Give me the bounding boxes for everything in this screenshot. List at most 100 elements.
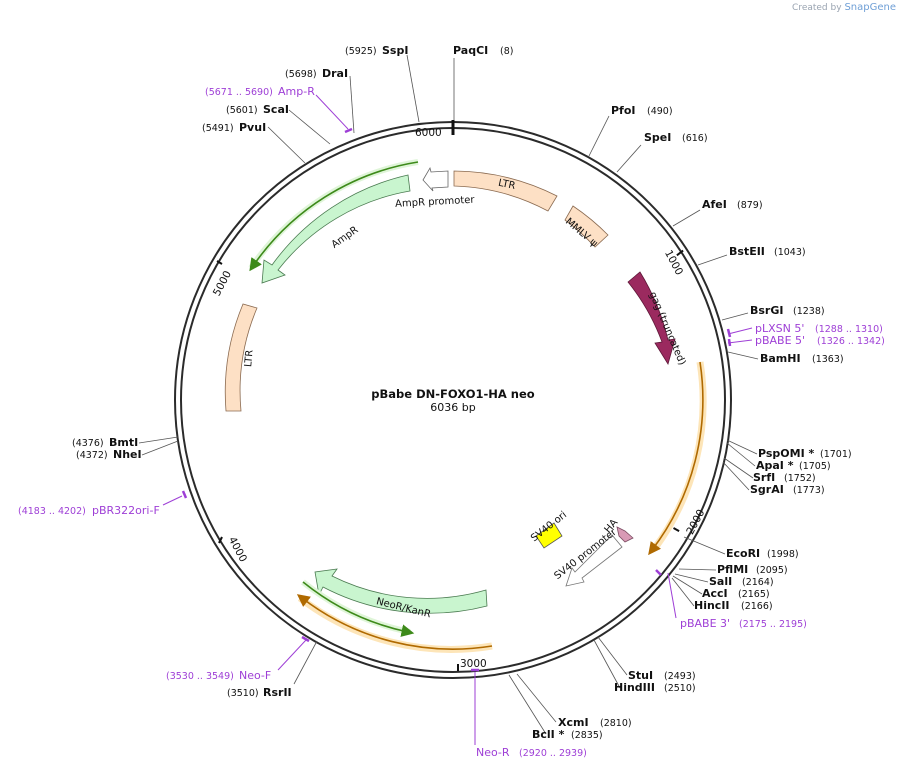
enzyme-bsrgi-name[interactable]: BsrGI — [750, 304, 783, 317]
primer-neof-range: (3530 .. 3549) — [166, 671, 234, 682]
enzyme-drai-pos: (5698) — [285, 69, 317, 80]
snapgene-brand: Created by SnapGene — [792, 2, 896, 13]
feature-sv40-ori[interactable] — [535, 522, 563, 549]
primer-pbr322ori-range: (4183 .. 4202) — [18, 506, 86, 517]
enzyme-spei-name[interactable]: SpeI — [644, 131, 671, 144]
enzyme-nhei-name[interactable]: NheI — [113, 448, 142, 461]
tick-label-4000: 4000 — [226, 535, 249, 564]
tick-mark-4000 — [218, 536, 223, 544]
primer-neor-range: (2920 .. 2939) — [519, 748, 587, 759]
enzyme-bcli-name[interactable]: BclI * — [532, 728, 565, 741]
enzyme-drai-name[interactable]: DraI — [322, 67, 348, 80]
feature-ampr[interactable] — [261, 174, 411, 284]
enzyme-sali-name[interactable]: SalI — [709, 575, 732, 588]
orf-arrow-bottom[interactable] — [296, 594, 493, 650]
enzyme-sspi-pos: (5925) — [345, 46, 377, 57]
brand-created-by: Created by — [792, 3, 842, 13]
primer-ampr-name[interactable]: Amp-R — [278, 85, 315, 98]
enzyme-ecori-name[interactable]: EcoRI — [726, 547, 760, 560]
enzyme-hincii-pos: (2166) — [741, 601, 773, 612]
enzyme-bamhi-name[interactable]: BamHI — [760, 352, 801, 365]
primer-pbabe3-range: (2175 .. 2195) — [739, 619, 807, 630]
enzyme-paqci-pos: (8) — [500, 46, 513, 57]
enzyme-spei-pos: (616) — [682, 133, 708, 144]
feature-ampr-promoter-label: AmpR promoter — [395, 195, 476, 210]
feature-sv40-promoter[interactable] — [565, 534, 623, 587]
feature-ampr-promoter[interactable] — [422, 166, 449, 192]
enzyme-pfoi-pos: (490) — [647, 106, 673, 117]
enzyme-acci-name[interactable]: AccI — [702, 587, 728, 600]
enzyme-stui-name[interactable]: StuI — [628, 669, 653, 682]
tick-label-6000: 6000 — [415, 127, 442, 139]
enzyme-sali-pos: (2164) — [742, 577, 774, 588]
primer-marks — [181, 127, 732, 672]
enzyme-pvui-name[interactable]: PvuI — [239, 121, 266, 134]
feature-ltr-left[interactable] — [224, 303, 258, 412]
orf-neo-green[interactable] — [302, 581, 415, 637]
feature-neor-kanr[interactable] — [314, 568, 488, 614]
primer-neor-name[interactable]: Neo-R — [476, 746, 510, 759]
enzyme-sgrai-name[interactable]: SgrAI — [750, 483, 784, 496]
enzyme-bcli-pos: (2835) — [571, 730, 603, 741]
feature-gag-truncated[interactable] — [627, 271, 676, 365]
enzyme-sgrai-pos: (1773) — [793, 485, 825, 496]
enzyme-bmti-name[interactable]: BmtI — [109, 436, 138, 449]
enzyme-acci-pos: (2165) — [738, 589, 770, 600]
primer-plxsn5-range: (1288 .. 1310) — [815, 324, 883, 335]
feature-ha[interactable] — [616, 526, 634, 543]
brand-logo-text: SnapGene — [844, 2, 896, 13]
enzyme-paqci-name[interactable]: PaqCI — [453, 44, 488, 57]
plasmid-length: 6036 bp — [430, 401, 475, 414]
tick-mark-1000 — [676, 249, 684, 257]
enzyme-pvui-pos: (5491) — [202, 123, 234, 134]
tick-label-2000: 2000 — [684, 507, 707, 536]
enzyme-pflmi-name[interactable]: PflMI — [717, 563, 748, 576]
orf-arrow-right[interactable] — [648, 361, 704, 556]
enzyme-bsteii-pos: (1043) — [774, 247, 806, 258]
tick-label-5000: 5000 — [211, 269, 234, 298]
enzyme-pflmi-pos: (2095) — [756, 565, 788, 576]
enzyme-bsteii-name[interactable]: BstEII — [729, 245, 765, 258]
primer-labels: pLXSN 5' (1288 .. 1310) pBABE 5' (1326 .… — [18, 85, 885, 759]
feature-ltr-left-label: LTR — [243, 349, 255, 367]
enzyme-pspomi-name[interactable]: PspOMI * — [758, 447, 815, 460]
enzyme-ecori-pos: (1998) — [767, 549, 799, 560]
feature-ltr-right[interactable] — [453, 170, 558, 212]
enzyme-afei-name[interactable]: AfeI — [702, 198, 727, 211]
tick-label-3000: 3000 — [460, 658, 487, 670]
enzyme-bamhi-pos: (1363) — [812, 354, 844, 365]
enzyme-nhei-pos: (4372) — [76, 450, 108, 461]
primer-pbr322ori-name[interactable]: pBR322ori-F — [92, 504, 160, 517]
enzyme-hincii-name[interactable]: HincII — [694, 599, 730, 612]
enzyme-apai-name[interactable]: ApaI * — [756, 459, 794, 472]
primer-ampr-range: (5671 .. 5690) — [205, 87, 273, 98]
enzyme-rsrii-name[interactable]: RsrII — [263, 686, 292, 699]
plasmid-name: pBabe DN-FOXO1-HA neo — [371, 387, 534, 401]
enzyme-hindiii-name[interactable]: HindIII — [614, 681, 655, 694]
enzyme-xcmi-pos: (2810) — [600, 718, 632, 729]
primer-leaders — [162, 94, 753, 745]
feature-ltr-right-label: LTR — [497, 178, 516, 192]
enzyme-srfi-name[interactable]: SrfI — [753, 471, 775, 484]
enzyme-hindiii-pos: (2510) — [664, 683, 696, 694]
enzyme-xcmi-name[interactable]: XcmI — [558, 716, 589, 729]
enzyme-bmti-pos: (4376) — [72, 438, 104, 449]
enzyme-sspi-name[interactable]: SspI — [382, 44, 408, 57]
enzyme-stui-pos: (2493) — [664, 671, 696, 682]
enzyme-scai-name[interactable]: ScaI — [263, 103, 289, 116]
enzyme-leaders — [138, 54, 759, 735]
primer-pbabe3-name[interactable]: pBABE 3' — [680, 617, 730, 630]
enzyme-afei-pos: (879) — [737, 200, 763, 211]
tick-mark-5000 — [216, 260, 223, 265]
enzyme-srfi-pos: (1752) — [784, 473, 816, 484]
enzyme-apai-pos: (1705) — [799, 461, 831, 472]
primer-neof-name[interactable]: Neo-F — [239, 669, 271, 682]
primer-plxsn5-name[interactable]: pLXSN 5' — [755, 322, 804, 335]
primer-pbabe5-range: (1326 .. 1342) — [817, 336, 885, 347]
enzyme-labels: PaqCI (8) PfoI (490) SpeI (616) AfeI (87… — [72, 44, 852, 741]
orf-ampr-green[interactable] — [249, 161, 419, 272]
feature-mmlv-psi[interactable] — [564, 205, 609, 248]
primer-pbabe5-name[interactable]: pBABE 5' — [755, 334, 805, 347]
enzyme-pfoi-name[interactable]: PfoI — [611, 104, 636, 117]
